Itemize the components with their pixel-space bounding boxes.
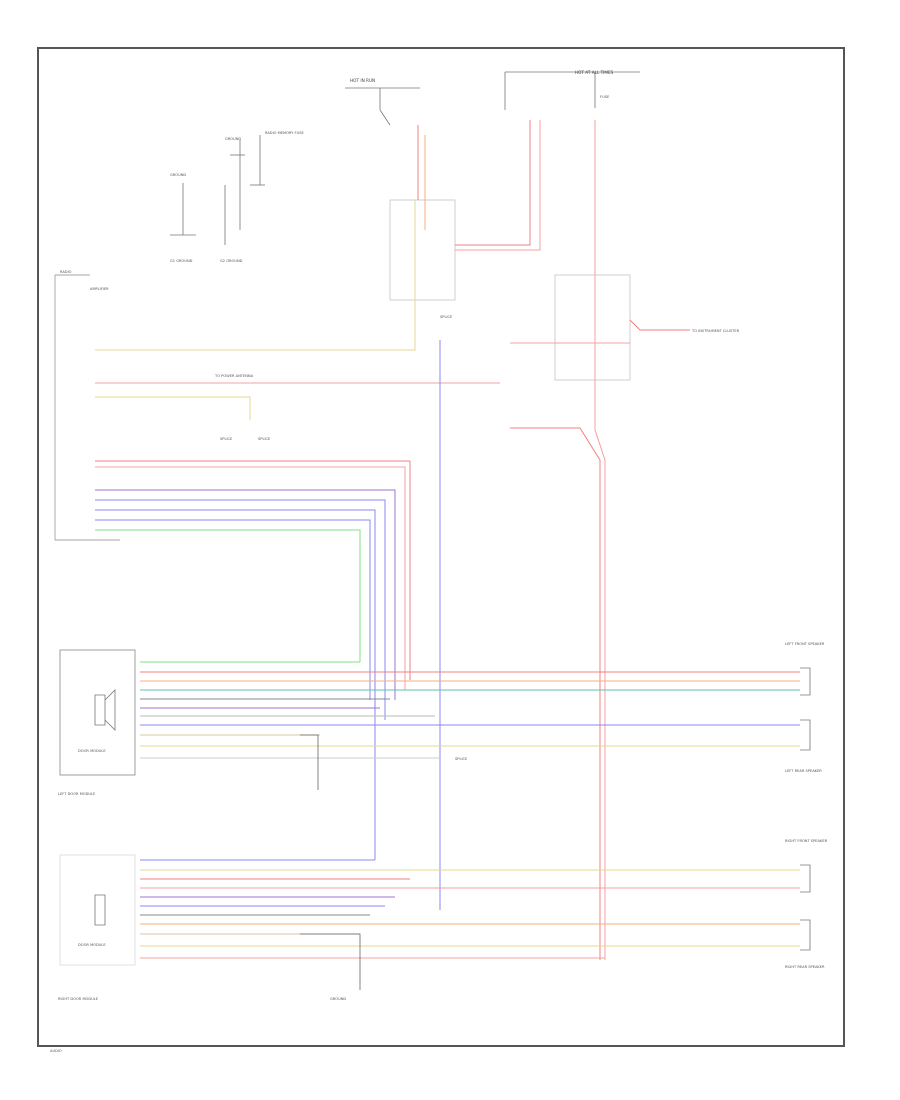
power-section xyxy=(170,71,640,245)
left-door-module xyxy=(59,649,136,776)
ground-bottom-label: GROUND xyxy=(330,997,346,1001)
ground-drops xyxy=(300,734,361,990)
diagram-frame xyxy=(37,47,845,1047)
splice-label: SPLICE xyxy=(440,315,453,319)
hot-at-all-times-label: HOT AT ALL TIMES xyxy=(575,70,614,75)
left-door-wires xyxy=(140,661,800,759)
right-door-wires xyxy=(140,859,800,959)
splice-mid-label: SPLICE xyxy=(455,757,468,761)
radio-harness xyxy=(95,200,500,860)
left-door-module-label: LEFT DOOR MODULE xyxy=(58,792,96,796)
amplifier-label: AMPLIFIER xyxy=(90,287,109,291)
hot-in-run-label: HOT IN RUN xyxy=(350,78,375,83)
splice-b-label: SPLICE xyxy=(258,437,271,441)
speaker-symbols xyxy=(94,667,811,951)
right-rear-speaker-label: RIGHT REAR SPEAKER xyxy=(785,965,825,969)
g2-ground-label: G2 GROUND xyxy=(220,259,243,263)
antenna-label: TO POWER ANTENNA xyxy=(214,374,254,378)
left-rear-speaker-label: LEFT REAR SPEAKER xyxy=(785,769,822,773)
vertical-feeds xyxy=(417,120,690,960)
left-front-speaker-label: LEFT FRONT SPEAKER xyxy=(785,642,825,646)
ground-a-label: GROUND xyxy=(170,173,186,177)
ground-b-label: GROUND xyxy=(225,137,241,141)
radio-memory-fuse-label: RADIO MEMORY FUSE xyxy=(265,131,304,135)
door-module-a-label: DOOR MODULE xyxy=(78,749,106,753)
right-door-module-label: RIGHT DOOR MODULE xyxy=(58,997,99,1001)
radio-block xyxy=(54,199,631,541)
g1-ground-label: G1 GROUND xyxy=(170,259,193,263)
to-instrument-label: TO INSTRUMENT CLUSTER xyxy=(691,329,740,333)
right-door-module xyxy=(59,854,136,966)
door-module-b-label: DOOR MODULE xyxy=(78,943,106,947)
page-ref-label: AUDIO xyxy=(50,1049,62,1053)
radio-module-label: RADIO xyxy=(60,270,72,274)
splice-a-label: SPLICE xyxy=(220,437,233,441)
fuse-label: FUSE xyxy=(600,95,610,99)
right-front-speaker-label: RIGHT FRONT SPEAKER xyxy=(785,839,828,843)
